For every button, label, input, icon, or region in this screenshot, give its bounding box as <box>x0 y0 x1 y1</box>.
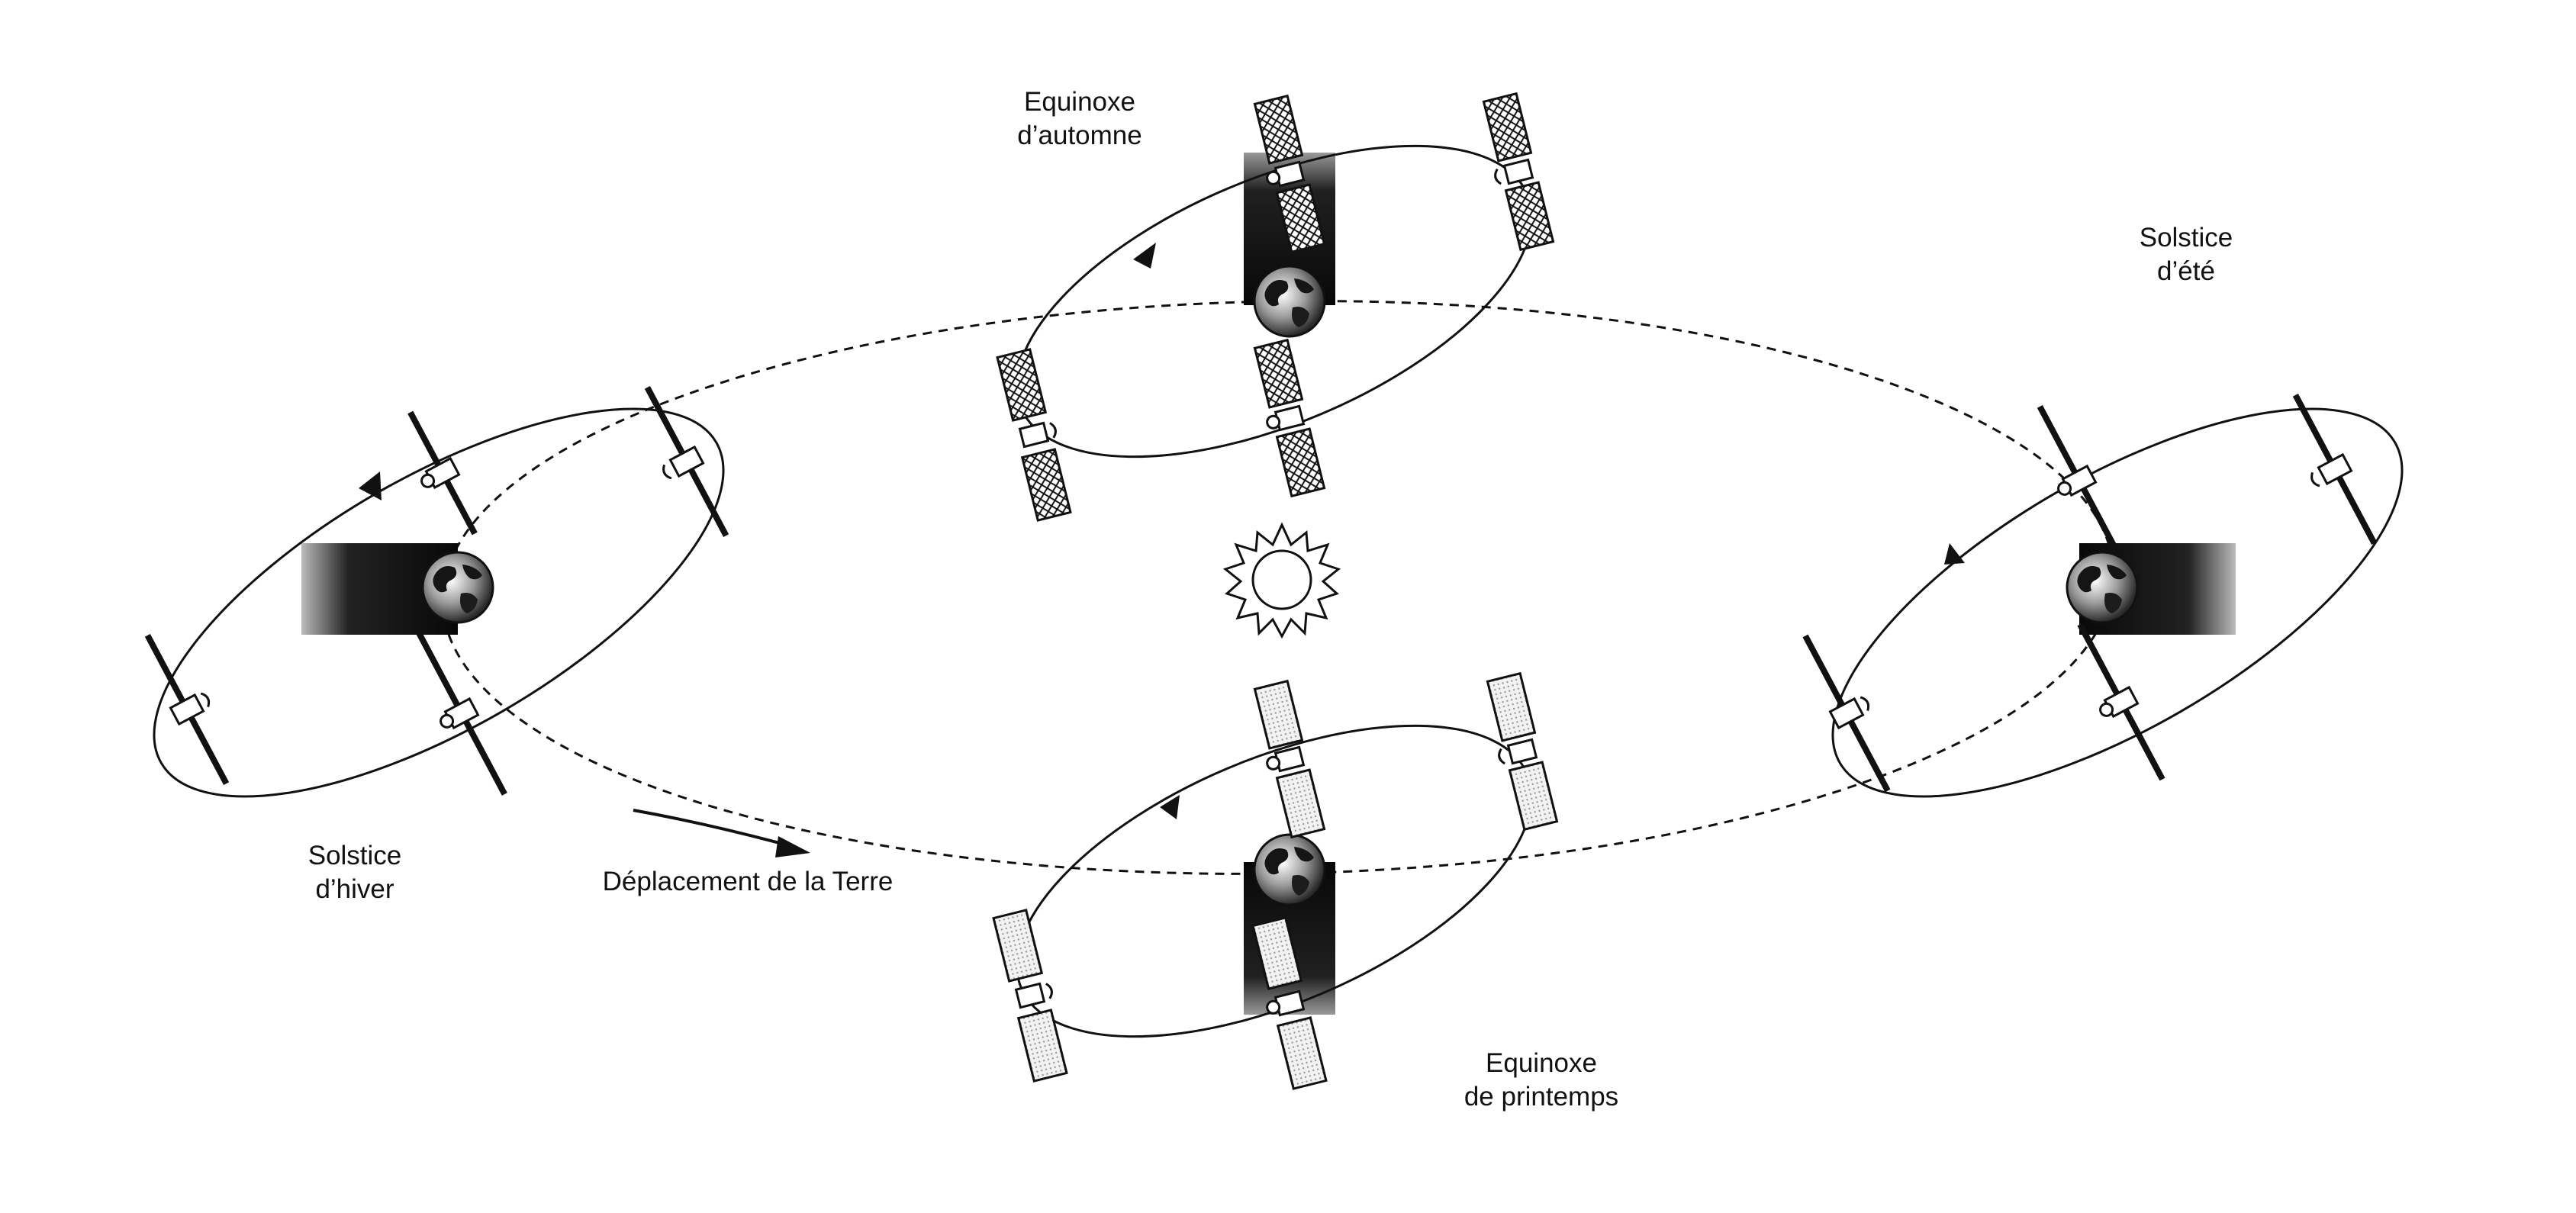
satellite-icon <box>996 348 1072 522</box>
satellite-icon <box>1802 634 1891 793</box>
satellite-orbit <box>1831 407 2404 798</box>
winter-solstice-system <box>144 385 729 798</box>
sun-icon <box>1222 522 1341 639</box>
earth-icon <box>421 551 494 624</box>
satellite-icon <box>1253 94 1326 254</box>
satellite-icon <box>1486 671 1559 832</box>
label-line: d’automne <box>1017 121 1142 150</box>
satellite-icon <box>2077 623 2165 781</box>
earth-icon <box>2066 551 2139 624</box>
satellite-icon <box>1253 338 1326 498</box>
satellite-icon <box>644 385 729 538</box>
summer-solstice-system <box>1802 393 2404 798</box>
label-line: de printemps <box>1463 1082 1619 1112</box>
satellite-icon <box>992 909 1068 1083</box>
satellite-icon <box>407 410 478 536</box>
label-line: Equinoxe <box>1486 1048 1597 1078</box>
satellite-icon <box>144 633 230 786</box>
label-spring-equinox: Equinoxe de printemps <box>1412 1047 1671 1114</box>
orbit-direction-arrow <box>1944 543 1965 565</box>
label-autumn-equinox: Equinoxe d’automne <box>954 85 1206 153</box>
satellite-icon <box>2292 393 2378 545</box>
satellite-icon <box>1251 916 1328 1090</box>
satellite-icon <box>1482 92 1555 252</box>
arrow-icon <box>633 809 810 857</box>
label-line: Solstice <box>2139 223 2233 253</box>
orbit-direction-arrow <box>1133 243 1156 269</box>
label-summer-solstice: Solstice d’été <box>2091 221 2281 288</box>
orbit-direction-arrow <box>359 471 382 500</box>
spring-equinox-system <box>992 671 1559 1090</box>
earth-icon <box>1253 833 1326 906</box>
orbit-direction-arrow <box>1160 795 1180 819</box>
satellite-icon <box>1253 679 1326 839</box>
label-line: Solstice <box>308 841 402 870</box>
earth-icon <box>1253 265 1326 338</box>
label-winter-solstice: Solstice d’hiver <box>259 839 450 906</box>
label-line: d’été <box>2157 256 2215 286</box>
label-earth-movement: Déplacement de la Terre <box>602 867 894 896</box>
autumn-equinox-system <box>996 92 1555 522</box>
satellite-icon <box>416 631 507 796</box>
label-line: Equinoxe <box>1024 87 1135 117</box>
satellite-icon <box>2037 404 2122 557</box>
label-line: d’hiver <box>315 874 394 904</box>
